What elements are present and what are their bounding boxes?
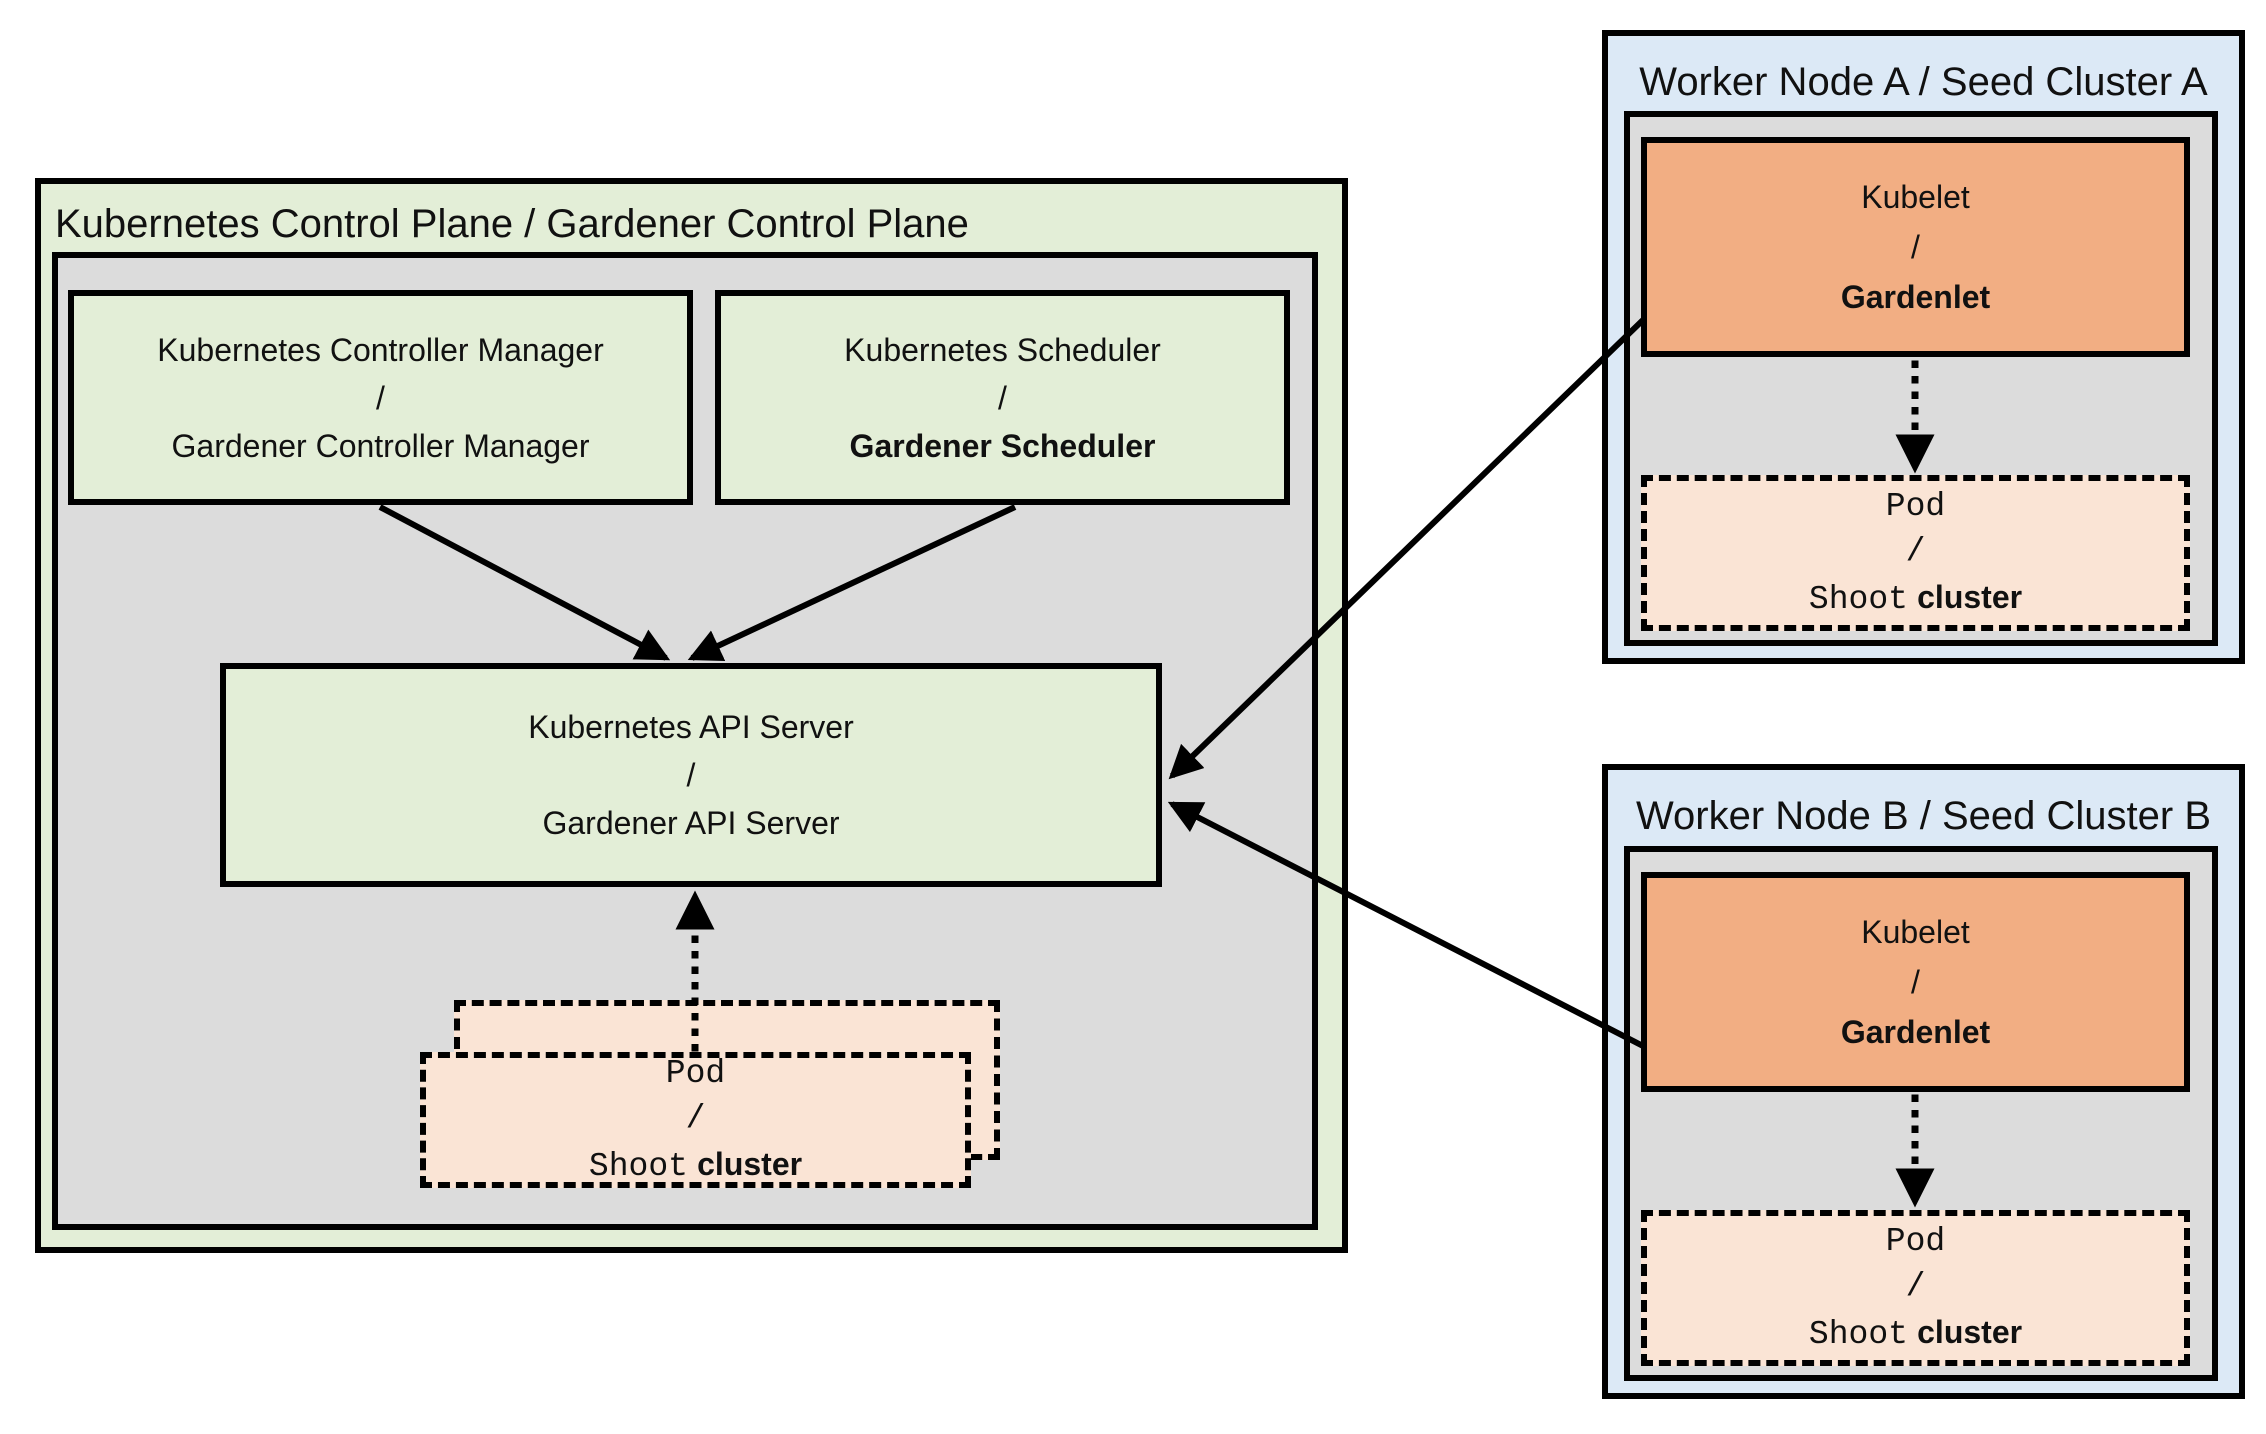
pod-b-slash: / (1905, 1268, 1926, 1305)
scheduler-bottom-label: Gardener Scheduler (849, 427, 1156, 464)
worker-node-a-box: Worker Node A / Seed Cluster A Kubelet /… (1602, 30, 2245, 664)
controller-manager-bottom-label: Gardener Controller Manager (171, 427, 590, 464)
pod-a-slash: / (1905, 533, 1926, 570)
controller-manager-top-label: Kubernetes Controller Manager (157, 331, 604, 368)
control-plane-box: Kubernetes Control Plane / Gardener Cont… (35, 178, 1348, 1253)
pod-a-box: Pod / Shoot cluster (1641, 475, 2190, 631)
pod-b-bottom-label: Shoot cluster (1809, 1309, 2022, 1357)
pod-bottom-label: Shoot cluster (589, 1141, 802, 1189)
api-server-bottom-label: Gardener API Server (542, 805, 840, 841)
pod-a-bottom-label: Shoot cluster (1809, 574, 2022, 622)
pod-top-label: Pod (665, 1055, 726, 1092)
pod-b-top-label: Pod (1885, 1223, 1946, 1260)
controller-manager-box: Kubernetes Controller Manager / Gardener… (68, 290, 693, 505)
pod-b-box: Pod / Shoot cluster (1641, 1210, 2190, 1366)
kubelet-b-top-label: Kubelet (1861, 914, 1970, 950)
pod-a-cluster-label: cluster (1917, 579, 2023, 615)
worker-node-b-inner-box: Kubelet / Gardenlet Pod / Shoot cluster (1624, 846, 2218, 1381)
pod-cluster-label: cluster (697, 1146, 803, 1182)
worker-node-b-box: Worker Node B / Seed Cluster B Kubelet /… (1602, 764, 2245, 1399)
worker-node-a-title: Worker Node A / Seed Cluster A (1639, 60, 2208, 104)
pod-b-cluster-label: cluster (1917, 1314, 2023, 1350)
pod-a-top-label: Pod (1885, 488, 1946, 525)
worker-node-a-inner-box: Kubelet / Gardenlet Pod / Shoot cluster (1624, 111, 2218, 646)
pod-slash: / (685, 1100, 706, 1137)
api-server-slash: / (686, 757, 696, 793)
pod-a-shoot-label: Shoot (1808, 581, 1908, 618)
kubelet-a-box: Kubelet / Gardenlet (1641, 137, 2190, 357)
control-plane-inner-box: Kubernetes Controller Manager / Gardener… (52, 252, 1318, 1230)
control-plane-title: Kubernetes Control Plane / Gardener Cont… (55, 202, 969, 246)
kubelet-a-bottom-label: Gardenlet (1840, 279, 1991, 315)
kubelet-b-box: Kubelet / Gardenlet (1641, 872, 2190, 1092)
controller-manager-slash: / (376, 379, 385, 416)
pod-box-front: Pod / Shoot cluster (420, 1052, 971, 1188)
api-server-box: Kubernetes API Server / Gardener API Ser… (220, 663, 1162, 887)
api-server-top-label: Kubernetes API Server (528, 709, 854, 745)
scheduler-top-label: Kubernetes Scheduler (844, 331, 1161, 368)
worker-node-b-title: Worker Node B / Seed Cluster B (1635, 794, 2212, 838)
pod-b-shoot-label: Shoot (1808, 1316, 1908, 1353)
pod-shoot-label: Shoot (588, 1148, 688, 1185)
kubelet-b-bottom-label: Gardenlet (1840, 1014, 1991, 1050)
scheduler-box: Kubernetes Scheduler / Gardener Schedule… (715, 290, 1290, 505)
kubelet-b-slash: / (1911, 964, 1920, 1000)
kubelet-a-top-label: Kubelet (1861, 179, 1970, 215)
kubelet-a-slash: / (1911, 229, 1920, 265)
scheduler-slash: / (998, 379, 1007, 416)
